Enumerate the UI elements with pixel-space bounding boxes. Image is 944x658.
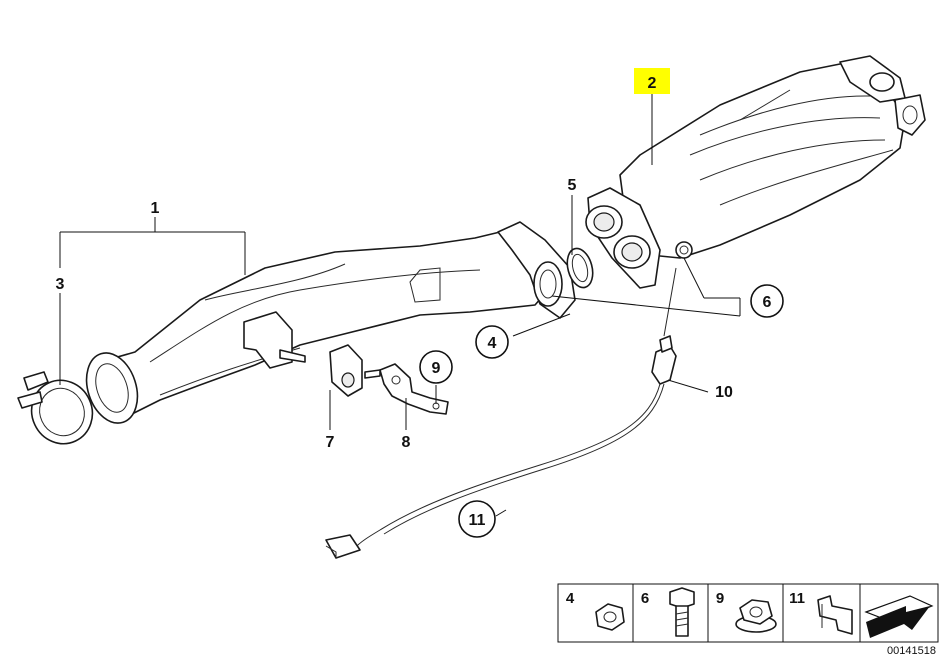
callout-5: 5 (568, 177, 577, 194)
flange-nut-icon (735, 599, 777, 633)
callout-11-circle (458, 500, 496, 538)
catalytic-converter[interactable] (585, 55, 926, 289)
fastener-legend: 4 6 9 11 (557, 583, 939, 643)
leader-lines (59, 94, 741, 517)
pipe-clamp[interactable] (17, 370, 103, 453)
callout-11: 11 (469, 512, 486, 529)
callout-2-highlight (634, 68, 670, 94)
rubber-mount[interactable] (329, 344, 381, 397)
callout-6: 6 (763, 294, 772, 311)
callout-labels: 1 2 3 4 5 6 7 8 9 10 11 (56, 68, 784, 538)
callout-3: 3 (56, 276, 65, 293)
legend-item-6-number: 6 (641, 590, 649, 607)
hanger-bracket[interactable] (379, 363, 449, 415)
callout-4: 4 (488, 335, 497, 352)
gasket-ring[interactable] (563, 246, 597, 291)
hex-nut-icon (595, 603, 625, 631)
front-pipe-assembly[interactable] (78, 221, 576, 430)
callout-10: 10 (715, 384, 733, 401)
oxygen-sensor[interactable] (354, 267, 677, 549)
callout-8: 8 (402, 434, 411, 451)
arrow-sheet-icon (864, 595, 934, 638)
callout-1: 1 (151, 200, 160, 217)
document-id: 00141518 (887, 645, 936, 657)
hex-bolt-icon (669, 587, 695, 637)
bracket-icon (817, 595, 853, 635)
legend-item-9-number: 9 (716, 590, 724, 607)
callout-9: 9 (432, 360, 441, 377)
sensor-connector[interactable] (325, 534, 361, 559)
callout-9-circle (419, 350, 453, 384)
legend-item-11-number: 11 (789, 590, 805, 607)
callout-4-circle (475, 325, 509, 359)
callout-6-circle (750, 284, 784, 318)
callout-2: 2 (648, 75, 657, 92)
legend-item-4-number: 4 (566, 590, 575, 607)
callout-7: 7 (326, 434, 335, 451)
